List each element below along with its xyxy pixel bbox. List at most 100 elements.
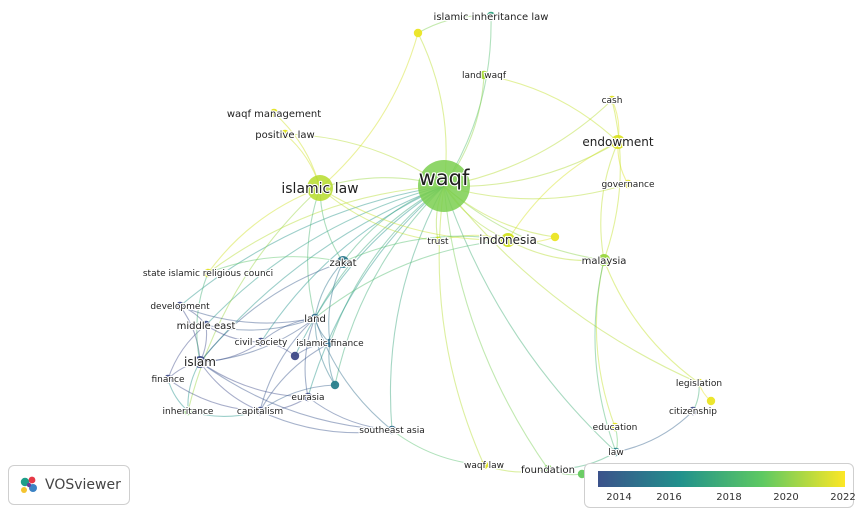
label-southeast-asia[interactable]: southeast asia xyxy=(358,425,426,437)
node-inheritance[interactable] xyxy=(183,406,193,416)
label-waqf-law[interactable]: waqf law xyxy=(463,460,505,472)
label-finance[interactable]: finance xyxy=(150,374,186,386)
edge-islam-land xyxy=(199,317,316,363)
label-islamic-inheritance-law[interactable]: islamic inheritance law xyxy=(432,11,549,24)
node-waqf[interactable] xyxy=(418,160,470,212)
node-n-mid-yellow[interactable] xyxy=(550,232,560,242)
edge-waqf-waqf_law xyxy=(438,185,485,466)
node-n-top-yellow[interactable] xyxy=(413,28,423,38)
node-southeast-asia[interactable] xyxy=(387,425,397,435)
node-islam[interactable] xyxy=(194,356,206,368)
node-waqf-law[interactable] xyxy=(479,460,489,470)
edge-islam-civil_society xyxy=(199,341,262,363)
edge-waqf-malaysia xyxy=(443,185,605,261)
label-endowment[interactable]: endowment xyxy=(581,134,655,150)
node-legislation[interactable] xyxy=(694,378,704,388)
edge-waqf-islamic_inheritance_law xyxy=(443,15,492,187)
label-positive-law[interactable]: positive law xyxy=(254,129,316,142)
edge-finance-capitalism xyxy=(167,378,261,412)
label-islamic-law[interactable]: islamic law xyxy=(280,180,359,198)
edge-foundation-law xyxy=(547,451,617,470)
label-development[interactable]: development xyxy=(149,301,211,313)
node-foundation[interactable] xyxy=(543,464,553,474)
node-n-right-yellow[interactable] xyxy=(706,396,716,406)
edge-islamic_law-waqf_management xyxy=(273,112,321,189)
node-n-purple-mid[interactable] xyxy=(290,351,300,361)
vosviewer-logo-text: VOSviewer xyxy=(45,477,121,493)
label-trust[interactable]: trust xyxy=(426,236,450,248)
node-positive-law[interactable] xyxy=(280,129,290,139)
edge-land-n_teal_mid xyxy=(314,317,336,386)
network-nodes xyxy=(163,11,716,479)
label-cash[interactable]: cash xyxy=(600,95,623,107)
node-capitalism[interactable] xyxy=(255,406,265,416)
node-endowment[interactable] xyxy=(611,135,625,149)
node-land-waqf[interactable] xyxy=(479,70,489,80)
node-land[interactable] xyxy=(310,313,320,323)
edge-islamic_finance-capitalism xyxy=(259,342,331,412)
label-waqf-management[interactable]: waqf management xyxy=(226,108,323,121)
edge-waqf-n_purple_mid xyxy=(294,185,445,357)
edge-islamic_law-trust xyxy=(319,187,439,242)
label-inheritance[interactable]: inheritance xyxy=(161,406,215,418)
edge-islamic_inheritance_law-n_top_yellow xyxy=(417,15,492,34)
node-trust[interactable] xyxy=(433,236,443,246)
edge-waqf-middle_east xyxy=(205,185,445,326)
label-law[interactable]: law xyxy=(607,447,625,459)
edge-capitalism-eurasia xyxy=(259,396,309,412)
edge-malaysia-education xyxy=(595,259,616,428)
edge-malaysia-cash xyxy=(603,99,621,261)
node-cash[interactable] xyxy=(607,95,617,105)
legend-color-bar xyxy=(598,471,845,487)
label-citizenship[interactable]: citizenship xyxy=(668,406,719,418)
label-middle-east[interactable]: middle east xyxy=(176,320,237,333)
node-zakat[interactable] xyxy=(337,256,349,268)
edge-southeast_asia-waqf_law xyxy=(391,429,485,466)
label-legislation[interactable]: legislation xyxy=(675,378,723,390)
node-n-teal-mid[interactable] xyxy=(330,380,340,390)
label-state-islamic-religious-council[interactable]: state islamic religious counci xyxy=(142,268,274,280)
edge-waqf-development xyxy=(179,185,445,307)
label-indonesia[interactable]: indonesia xyxy=(478,232,538,248)
node-development[interactable] xyxy=(175,301,185,311)
edge-waqf-foundation xyxy=(443,185,549,470)
node-indonesia[interactable] xyxy=(501,233,515,247)
label-waqf[interactable]: waqf xyxy=(418,165,472,191)
edge-waqf-southeast_asia xyxy=(389,185,445,431)
label-malaysia[interactable]: malaysia xyxy=(580,255,627,268)
label-islamic-finance[interactable]: islamic finance xyxy=(295,338,365,350)
edge-waqf-law xyxy=(443,185,617,453)
node-finance[interactable] xyxy=(163,374,173,384)
edge-middle_east-finance xyxy=(167,324,207,380)
node-state-islamic-religious-council[interactable] xyxy=(203,268,213,278)
label-civil-society[interactable]: civil society xyxy=(234,337,290,349)
edge-indonesia-land xyxy=(314,239,509,319)
edge-endowment-malaysia xyxy=(600,141,619,261)
node-citizenship[interactable] xyxy=(688,406,698,416)
edge-islamic_law-indonesia xyxy=(319,187,509,241)
label-land-waqf[interactable]: land waqf xyxy=(461,70,508,82)
node-governance[interactable] xyxy=(623,179,633,189)
node-islamic-inheritance-law[interactable] xyxy=(486,11,496,21)
node-law[interactable] xyxy=(611,447,621,457)
node-eurasia[interactable] xyxy=(303,392,313,402)
node-civil-society[interactable] xyxy=(256,337,266,347)
edge-indonesia-malaysia xyxy=(507,239,605,262)
label-eurasia[interactable]: eurasia xyxy=(290,392,325,404)
edge-waqf-eurasia xyxy=(307,185,445,398)
label-islam[interactable]: islam xyxy=(183,354,217,370)
label-foundation[interactable]: foundation xyxy=(520,464,576,477)
node-islamic-finance[interactable] xyxy=(325,338,335,348)
edge-islamic_law-state_islamic_religious_council xyxy=(207,187,321,274)
label-governance[interactable]: governance xyxy=(600,179,656,191)
label-capitalism[interactable]: capitalism xyxy=(236,406,284,418)
node-waqf-management[interactable] xyxy=(269,108,279,118)
node-education[interactable] xyxy=(610,422,620,432)
node-malaysia[interactable] xyxy=(598,254,610,266)
label-land[interactable]: land xyxy=(303,313,327,326)
label-zakat[interactable]: zakat xyxy=(328,257,357,270)
node-middle-east[interactable] xyxy=(201,320,211,330)
node-islamic-law[interactable] xyxy=(307,175,333,201)
edge-malaysia-law xyxy=(594,259,617,453)
label-education[interactable]: education xyxy=(592,422,639,434)
